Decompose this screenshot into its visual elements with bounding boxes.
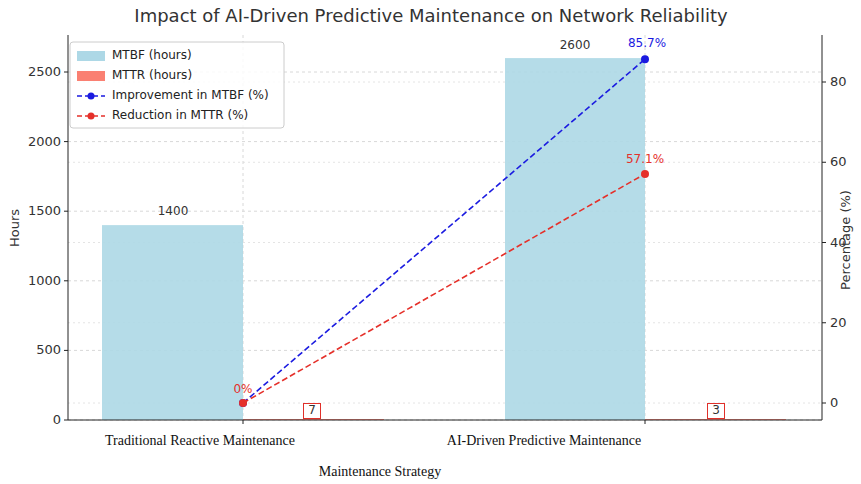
tick-label: 0: [53, 413, 61, 428]
mtbf-bar: [505, 58, 645, 420]
tick-label: 500: [36, 343, 61, 358]
grid-line: [68, 420, 822, 421]
category-label: Traditional Reactive Maintenance: [105, 433, 295, 449]
line-marker: [641, 170, 649, 178]
tick-mark: [64, 72, 68, 73]
axis-line: [822, 35, 823, 420]
tick-mark: [64, 420, 68, 421]
grid-line: [68, 162, 822, 163]
legend-swatch: [77, 51, 105, 61]
value-label: 3: [712, 404, 720, 418]
tick-label: 60: [830, 155, 847, 170]
tick-label: 20: [830, 315, 847, 330]
value-label: 1400: [158, 205, 189, 219]
mtbf-bar: [102, 225, 243, 420]
line-marker: [239, 399, 247, 407]
value-box: 3: [707, 403, 725, 419]
tick-mark: [822, 162, 826, 163]
value-box: 7: [303, 403, 321, 419]
tick-mark: [645, 420, 646, 424]
category-label: AI-Driven Predictive Maintenance: [447, 433, 641, 449]
percent-label: 0%: [233, 383, 252, 397]
tick-label: 2500: [28, 65, 61, 80]
legend-text: Reduction in MTTR (%): [112, 109, 248, 123]
tick-mark: [822, 82, 826, 83]
percent-label: 57.1%: [626, 153, 664, 167]
tick-label: 1000: [28, 273, 61, 288]
tick-label: 2000: [28, 134, 61, 149]
legend-text: Improvement in MTBF (%): [112, 89, 269, 103]
line-marker: [641, 55, 649, 63]
grid: [68, 35, 822, 420]
axis-title: Hours: [8, 209, 23, 247]
axis-line: [68, 35, 69, 420]
tick-label: 0: [830, 396, 838, 411]
mttr-reduction-line: [243, 174, 645, 403]
axes: [64, 35, 826, 424]
tick-label: 80: [830, 75, 847, 90]
axis-title: Maintenance Strategy: [319, 464, 441, 480]
legend-frame: [70, 42, 284, 128]
tick-mark: [822, 403, 826, 404]
legend-swatch: [77, 71, 105, 81]
legend-marker-sample: [88, 113, 95, 120]
axis-title: Percentage (%): [839, 190, 854, 290]
tick-mark: [64, 280, 68, 281]
axis-line: [68, 420, 822, 421]
tick-label: 1500: [28, 204, 61, 219]
line-marker: [239, 399, 247, 407]
grid-line: [68, 141, 822, 142]
tick-mark: [243, 420, 244, 424]
tick-mark: [64, 141, 68, 142]
legend-marker-sample: [88, 93, 95, 100]
tick-mark: [64, 350, 68, 351]
legend-text: MTBF (hours): [112, 49, 192, 63]
chart-title: Impact of AI-Driven Predictive Maintenan…: [134, 6, 727, 27]
tick-mark: [64, 211, 68, 212]
tick-mark: [822, 322, 826, 323]
value-label: 2600: [560, 39, 591, 53]
percent-label: 85.7%: [628, 37, 666, 51]
value-label: 7: [308, 404, 316, 418]
tick-mark: [822, 242, 826, 243]
mtbf-improvement-line: [243, 59, 645, 403]
legend-text: MTTR (hours): [112, 69, 192, 83]
